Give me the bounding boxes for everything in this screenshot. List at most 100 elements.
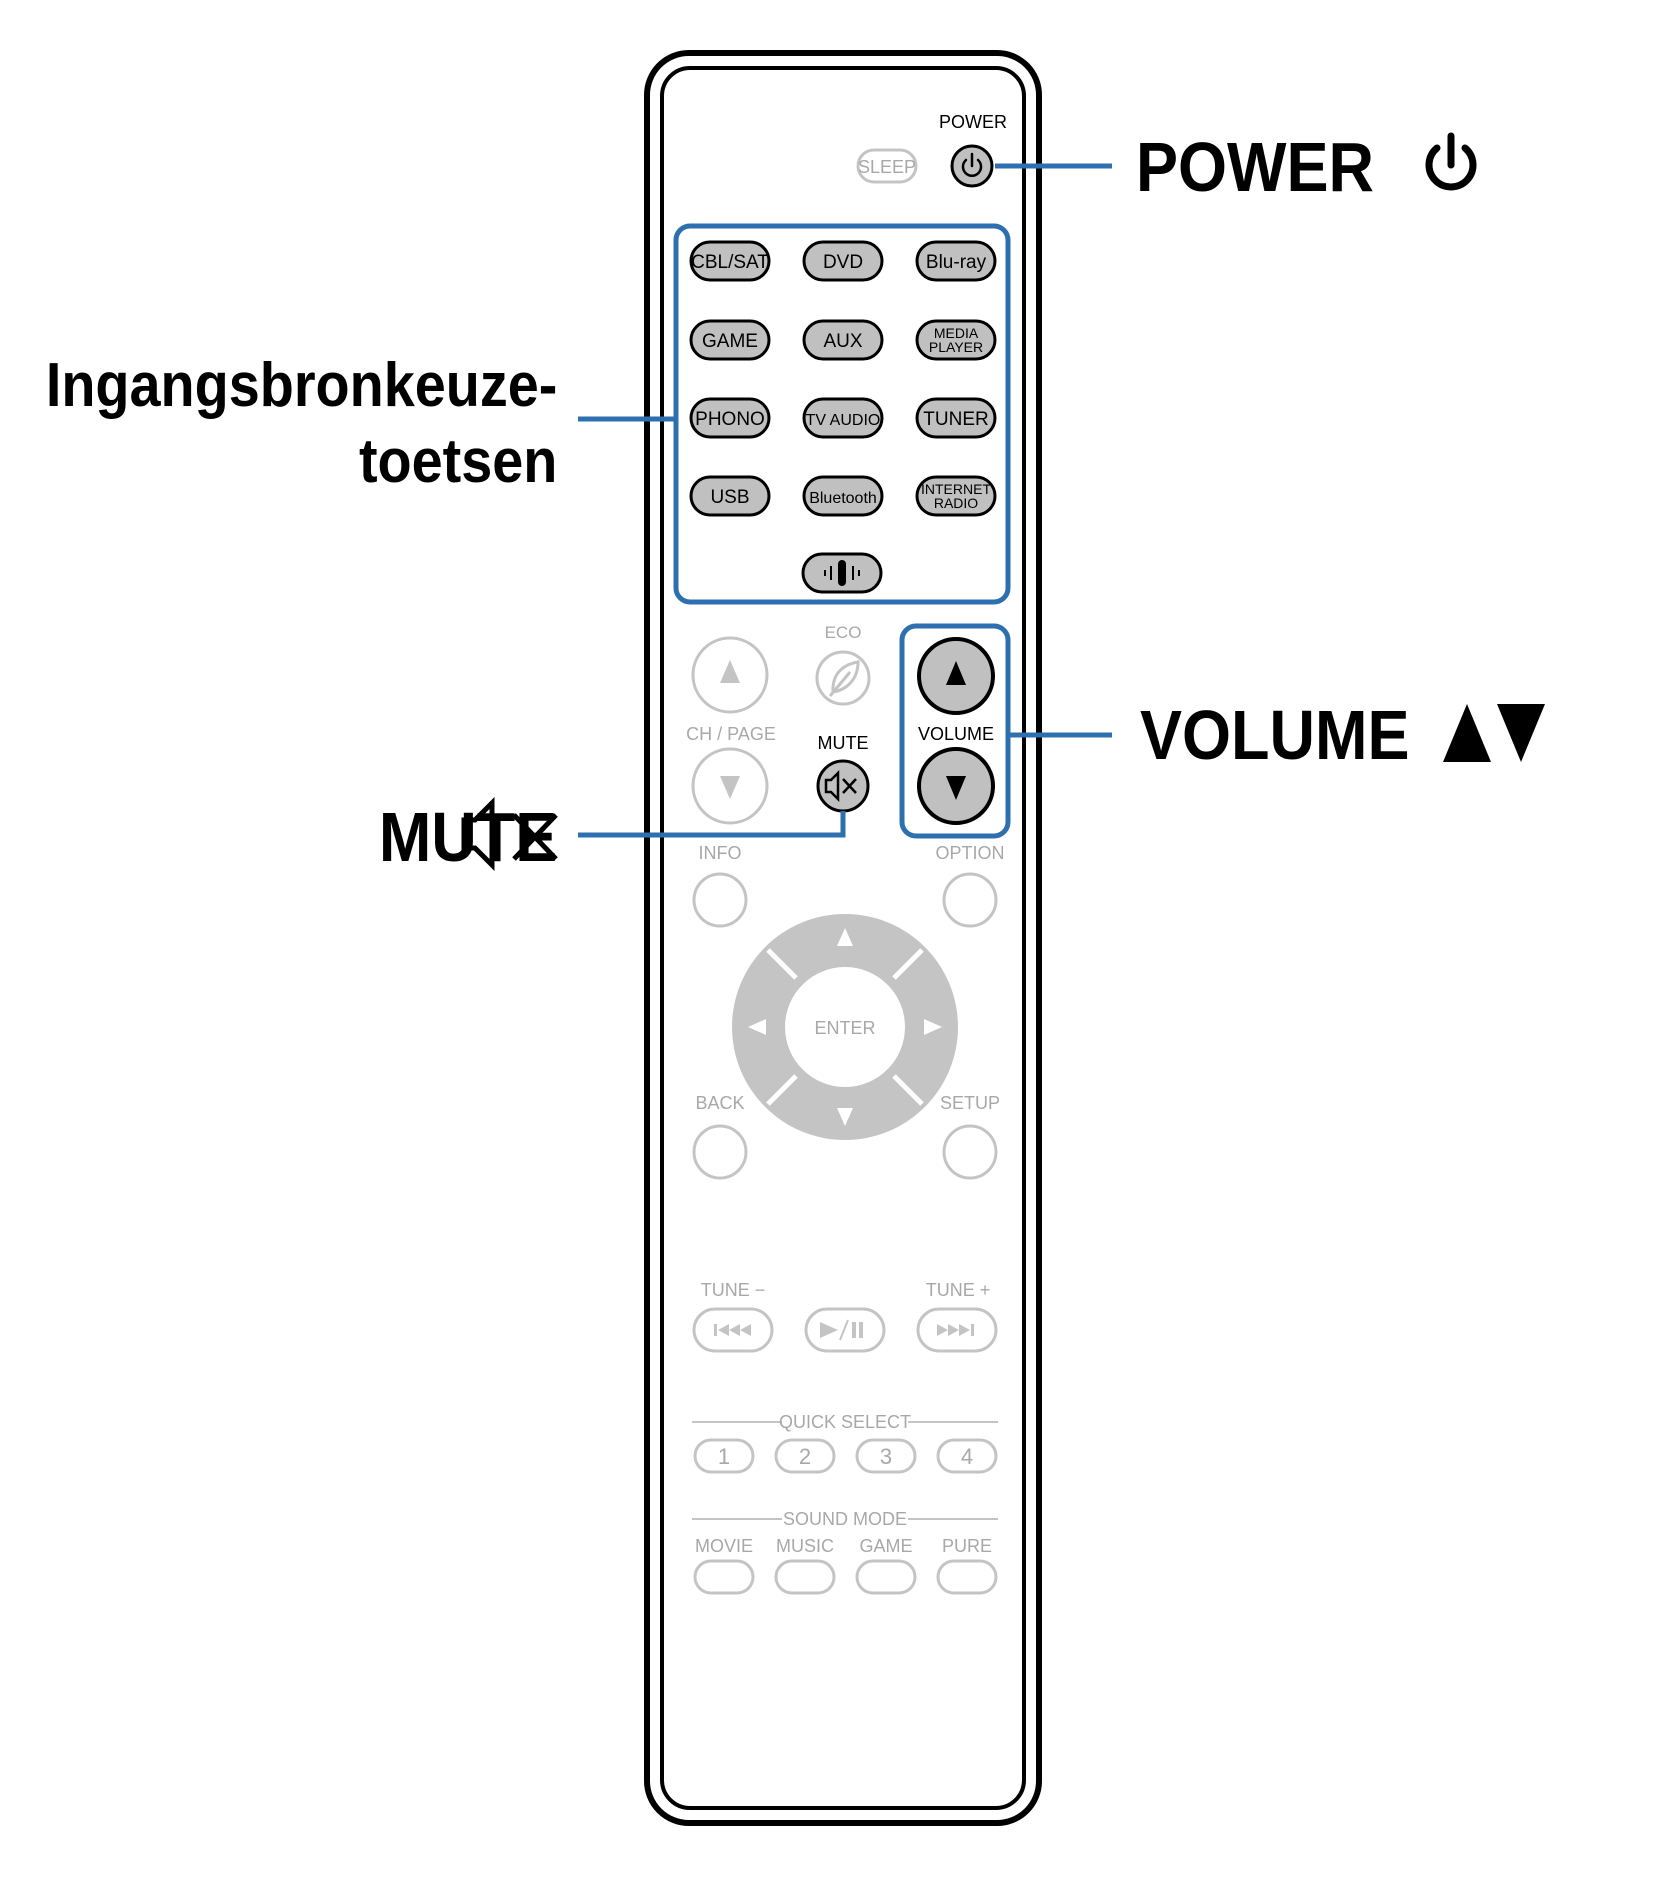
usb-button[interactable]: USB xyxy=(689,475,771,517)
volume-down-arrow-icon xyxy=(946,776,966,800)
play-pause-icon xyxy=(820,1319,863,1341)
down-arrow-icon xyxy=(720,776,740,799)
tune-plus-label: TUNE + xyxy=(926,1280,991,1300)
blu-ray-button[interactable]: Blu-ray xyxy=(915,240,997,282)
sleep-label: SLEEP xyxy=(858,157,916,177)
input-source-callout-line2: toetsen xyxy=(358,427,557,496)
eco-leaf-icon xyxy=(828,660,860,697)
cbl-sat-button[interactable]: CBL/SAT xyxy=(689,240,771,282)
speaker-mute-icon xyxy=(824,769,857,803)
game-button[interactable]: GAME xyxy=(689,319,771,361)
tune-minus-label: TUNE − xyxy=(701,1280,766,1300)
quick-select-1-button[interactable]: 1 xyxy=(693,1438,755,1474)
cursor-pad[interactable] xyxy=(732,914,958,1140)
quick-select-label: QUICK SELECT xyxy=(779,1412,911,1432)
quick-select-2-button[interactable]: 2 xyxy=(774,1438,836,1474)
setup-button[interactable] xyxy=(942,1124,998,1180)
quick-select-buttons: 1 2 3 4 xyxy=(693,1438,998,1474)
phono-label: PHONO xyxy=(695,409,765,430)
mute-button[interactable] xyxy=(816,759,870,813)
power-callout: POWER xyxy=(1136,128,1375,206)
ch-page-up-button[interactable] xyxy=(691,636,769,714)
bluetooth-label: Bluetooth xyxy=(809,490,877,507)
ch-page-label: CH / PAGE xyxy=(686,724,776,744)
power-icon xyxy=(961,152,983,177)
cbl-sat-label: CBL/SAT xyxy=(691,252,769,273)
volume-callout: VOLUME xyxy=(1140,696,1410,774)
back-button[interactable] xyxy=(692,1124,748,1180)
heos-icon xyxy=(824,560,860,586)
sound-mode-pure-label: PURE xyxy=(942,1536,992,1556)
volume-button-label: VOLUME xyxy=(918,724,994,744)
usb-label: USB xyxy=(710,487,749,508)
skip-forward-icon xyxy=(937,1324,974,1336)
cursor-left-icon xyxy=(748,1019,766,1035)
input-buttons-highlight xyxy=(673,223,1011,605)
sound-mode-buttons: MOVIE MUSIC GAME PURE xyxy=(693,1536,998,1595)
volume-buttons-highlight xyxy=(899,623,1011,839)
internet-radio-label: RADIO xyxy=(934,495,978,511)
speaker-mute-icon xyxy=(461,796,558,872)
sound-mode-movie-button[interactable] xyxy=(693,1559,755,1595)
bluetooth-button[interactable]: Bluetooth xyxy=(802,475,884,517)
volume-up-arrow-icon xyxy=(946,661,966,685)
phono-button[interactable]: PHONO xyxy=(689,397,771,439)
cursor-right-icon xyxy=(924,1019,942,1035)
quick-select-4-button[interactable]: 4 xyxy=(936,1438,998,1474)
quick-select-label: 4 xyxy=(961,1444,973,1469)
sleep-button[interactable]: SLEEP xyxy=(856,148,918,184)
sound-mode-game-label: GAME xyxy=(859,1536,912,1556)
tuner-button[interactable]: TUNER xyxy=(915,397,997,439)
power-button-label: POWER xyxy=(939,112,1007,132)
info-label: INFO xyxy=(699,843,742,863)
back-label: BACK xyxy=(695,1093,744,1113)
input-source-callout: Ingangsbronkeuze- toetsen xyxy=(45,348,557,500)
aux-label: AUX xyxy=(823,331,862,352)
volume-up-down-icon xyxy=(1443,704,1545,762)
sound-mode-movie-label: MOVIE xyxy=(695,1536,753,1556)
volume-up-button[interactable] xyxy=(917,637,995,715)
play-pause-button[interactable] xyxy=(804,1307,886,1353)
sound-mode-music-button[interactable] xyxy=(774,1559,836,1595)
eco-button[interactable] xyxy=(815,650,871,706)
tune-plus-button[interactable] xyxy=(916,1307,998,1353)
quick-select-3-button[interactable]: 3 xyxy=(855,1438,917,1474)
info-button[interactable] xyxy=(692,872,748,928)
sound-mode-game-button[interactable] xyxy=(855,1559,917,1595)
heos-button[interactable] xyxy=(801,552,883,594)
volume-down-button[interactable] xyxy=(917,747,995,825)
setup-label: SETUP xyxy=(940,1093,1000,1113)
tv-audio-label: TV AUDIO xyxy=(806,412,881,429)
blu-ray-label: Blu-ray xyxy=(926,252,987,273)
power-button[interactable] xyxy=(950,144,994,188)
media-player-label: MEDIA xyxy=(934,325,979,341)
up-arrow-icon xyxy=(720,660,740,683)
tune-minus-button[interactable] xyxy=(692,1307,774,1353)
tv-audio-button[interactable]: TV AUDIO xyxy=(802,397,884,439)
sound-mode-label: SOUND MODE xyxy=(783,1509,907,1529)
quick-select-label: 1 xyxy=(718,1444,730,1469)
ch-page-down-button[interactable] xyxy=(691,747,769,825)
power-icon xyxy=(1425,132,1477,191)
media-player-label: PLAYER xyxy=(929,339,983,355)
game-label: GAME xyxy=(702,331,758,352)
mute-callout: MUTE xyxy=(378,798,557,876)
aux-button[interactable]: AUX xyxy=(802,319,884,361)
sound-mode-music-label: MUSIC xyxy=(776,1536,834,1556)
enter-label: ENTER xyxy=(814,1018,875,1038)
skip-back-icon xyxy=(714,1324,751,1336)
sound-mode-pure-button[interactable] xyxy=(936,1559,998,1595)
tuner-label: TUNER xyxy=(923,409,988,430)
mute-leader-line xyxy=(578,811,846,838)
option-label: OPTION xyxy=(935,843,1004,863)
eco-label: ECO xyxy=(825,623,862,642)
option-button[interactable] xyxy=(942,872,998,928)
dvd-button[interactable]: DVD xyxy=(802,240,884,282)
quick-select-label: 2 xyxy=(799,1444,811,1469)
dvd-label: DVD xyxy=(823,252,863,273)
cursor-up-icon xyxy=(837,928,853,946)
